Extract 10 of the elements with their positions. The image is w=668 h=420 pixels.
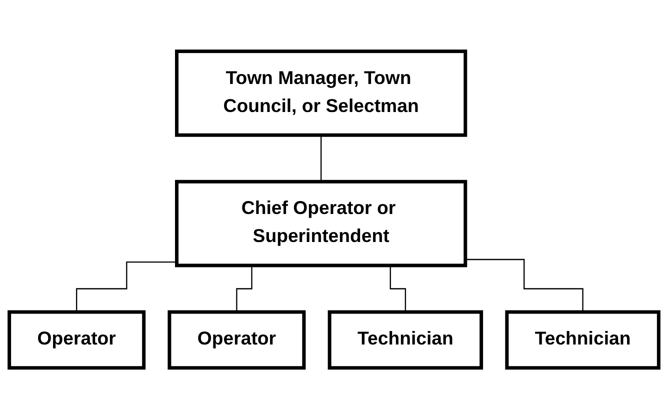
node-box bbox=[505, 310, 660, 370]
node-box bbox=[168, 310, 306, 370]
org-chart: Town Manager, Town Council, or Selectman Chief Operator or Superintendent Operator Operator Technician Technician bbox=[0, 42, 668, 378]
node-box bbox=[175, 50, 468, 138]
node-box bbox=[175, 180, 468, 268]
node-box bbox=[328, 310, 484, 370]
connector bbox=[465, 259, 584, 313]
node-box bbox=[8, 310, 146, 370]
connector bbox=[320, 134, 322, 183]
connector bbox=[76, 262, 177, 313]
